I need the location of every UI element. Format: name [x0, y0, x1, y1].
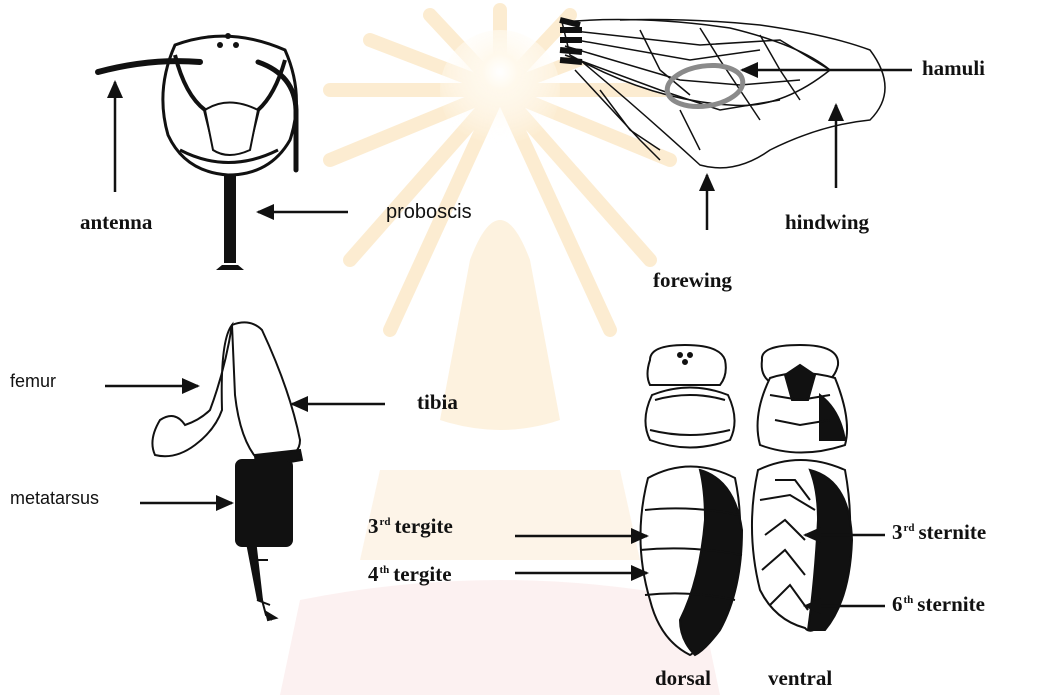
label-3rd-sternite-text: sternite: [919, 520, 987, 544]
label-metatarsus: metatarsus: [10, 489, 99, 507]
label-3rd-sternite-sup: rd: [904, 522, 915, 534]
label-proboscis: proboscis: [386, 202, 472, 222]
label-antenna: antenna: [80, 212, 152, 233]
label-3rd-tergite-text: tergite: [395, 514, 453, 538]
label-6th-sternite-text: sternite: [917, 592, 985, 616]
label-4th-tergite-text: tergite: [393, 562, 451, 586]
insect-body-ventral-icon: [752, 345, 852, 631]
label-3rd-tergite-num: 3: [368, 514, 379, 538]
label-6th-sternite-num: 6: [892, 592, 903, 616]
label-forewing: forewing: [653, 270, 732, 291]
label-3rd-sternite-num: 3: [892, 520, 903, 544]
label-hindwing: hindwing: [785, 212, 869, 233]
label-4th-tergite-sup: th: [380, 564, 390, 576]
label-femur: femur: [10, 372, 56, 390]
label-ventral: ventral: [768, 668, 832, 689]
insect-body-dorsal-icon: [640, 345, 742, 655]
label-tibia: tibia: [417, 392, 458, 413]
label-6th-sternite-sup: th: [904, 594, 914, 606]
label-3rd-tergite: 3rd tergite: [368, 516, 453, 537]
label-hamuli: hamuli: [922, 58, 985, 79]
insect-leg-icon: [152, 322, 302, 620]
insect-head-icon: [98, 33, 296, 270]
label-3rd-sternite: 3rd sternite: [892, 522, 986, 543]
label-4th-tergite-num: 4: [368, 562, 379, 586]
label-dorsal: dorsal: [655, 668, 711, 689]
label-3rd-tergite-sup: rd: [380, 516, 391, 528]
